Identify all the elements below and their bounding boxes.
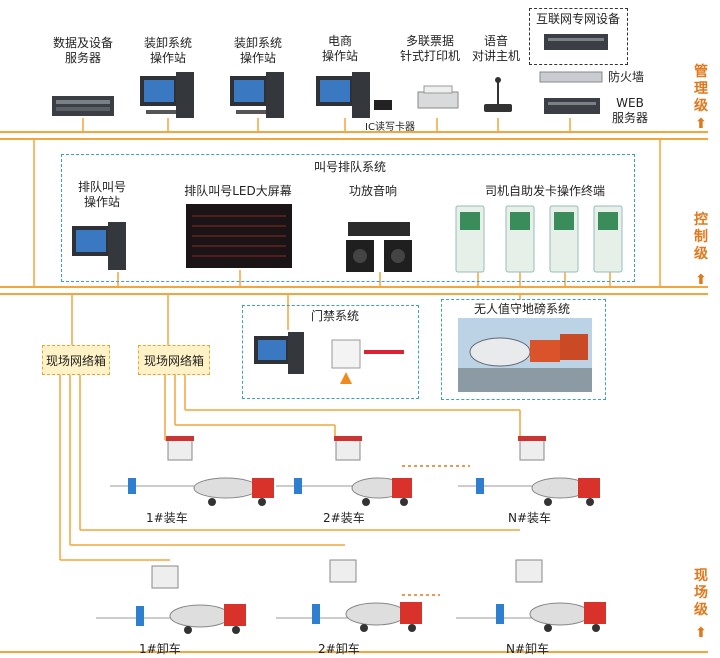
load-station-2-label: 装卸系统 操作站 xyxy=(233,36,282,65)
control-bus xyxy=(0,286,708,295)
up-arrow-icon: ⬆ xyxy=(695,625,707,641)
unloading-station-1-icon xyxy=(96,565,246,634)
speaker-icon xyxy=(346,222,412,272)
workstation-icon xyxy=(140,72,194,118)
printer-icon xyxy=(417,85,459,109)
internet-device-label: 互联网专网设备 xyxy=(535,12,620,26)
up-arrow-icon: ⬆ xyxy=(695,116,707,132)
firewall-label: 防火墙 xyxy=(607,70,644,84)
ecommerce-station-label: 电商 操作站 xyxy=(321,34,358,63)
workstation-icon xyxy=(316,72,392,118)
queue-system-box xyxy=(61,154,635,282)
ic-reader-label: IC读写卡器 xyxy=(365,122,415,133)
net-box-1: 现场网络箱 xyxy=(42,345,110,375)
management-level-label: 管理级 xyxy=(694,64,708,114)
management-bus xyxy=(0,131,708,140)
unload-station-n-label: N#卸车 xyxy=(506,642,550,656)
access-control-label: 门禁系统 xyxy=(310,309,359,323)
unload-station-1-label: 1#卸车 xyxy=(139,642,181,656)
unload-station-2-label: 2#卸车 xyxy=(318,642,360,656)
net-box-2: 现场网络箱 xyxy=(138,345,210,375)
driver-terminal-label: 司机自助发卡操作终端 xyxy=(484,184,605,198)
rack-server-icon xyxy=(539,34,608,114)
workstation-icon xyxy=(72,222,126,270)
access-control-box xyxy=(242,305,419,399)
rack-server-icon xyxy=(52,96,114,116)
web-server-label: WEB 服务器 xyxy=(611,96,648,125)
led-screen-icon xyxy=(186,204,292,268)
led-screen-label: 排队叫号LED大屏幕 xyxy=(184,184,292,198)
loading-station-2-icon xyxy=(276,436,412,506)
loading-station-n-icon xyxy=(458,436,600,506)
microphone-icon xyxy=(484,77,512,112)
loading-station-1-icon xyxy=(110,436,274,506)
weighbridge-scene-icon xyxy=(458,318,592,392)
data-server-label: 数据及设备 服务器 xyxy=(52,36,113,65)
internet-device-box xyxy=(529,8,628,65)
up-arrow-icon: ⬆ xyxy=(695,272,707,288)
kiosk-icon xyxy=(455,205,623,273)
control-level-label: 控制级 xyxy=(694,212,708,262)
amplifier-label: 功放音响 xyxy=(348,184,397,198)
unloading-station-2-icon xyxy=(276,559,422,632)
load-station-1-label: 装卸系统 操作站 xyxy=(143,36,192,65)
queue-system-label: 叫号排队系统 xyxy=(313,160,386,174)
queue-station-label: 排队叫号 操作站 xyxy=(77,180,126,209)
barrier-gate-icon xyxy=(254,332,404,384)
load-station-n-label: N#装车 xyxy=(508,511,552,525)
load-station-1-label: 1#装车 xyxy=(146,511,188,525)
field-bus xyxy=(0,651,708,656)
unloading-station-n-icon xyxy=(456,559,606,632)
load-station-2-label: 2#装车 xyxy=(323,511,365,525)
intercom-host-label: 语音 对讲主机 xyxy=(471,34,520,63)
weighbridge-box xyxy=(441,299,606,400)
workstation-icon xyxy=(230,72,284,118)
field-level-label: 现场级 xyxy=(694,568,708,618)
ticket-printer-label: 多联票据 针式打印机 xyxy=(399,34,460,63)
weighbridge-label: 无人值守地磅系统 xyxy=(473,302,570,316)
